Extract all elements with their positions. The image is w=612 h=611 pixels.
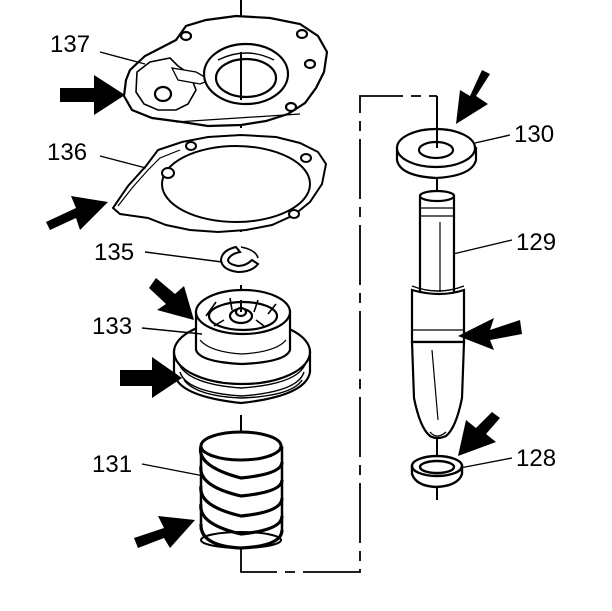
assembly-connector-line — [240, 95, 437, 573]
leader-128 — [459, 457, 513, 469]
arrow-133-side-icon — [120, 357, 182, 398]
valve-pin-129 — [410, 189, 466, 440]
arrow-137-icon — [60, 75, 125, 115]
callout-128: 128 — [516, 445, 556, 472]
callout-131: 131 — [92, 451, 132, 478]
arrow-130-icon — [456, 70, 490, 124]
spring-131 — [198, 430, 284, 550]
o-ring-128 — [410, 454, 464, 489]
leader-133 — [141, 327, 203, 335]
gasket-136 — [111, 133, 328, 234]
leader-lines — [99, 51, 513, 477]
arrow-133-top-icon — [149, 278, 194, 320]
arrow-128-icon — [458, 412, 500, 456]
callout-130: 130 — [514, 121, 554, 148]
leader-129 — [452, 239, 513, 255]
piston-133 — [172, 288, 312, 405]
callout-labels: 137 136 135 133 131 130 129 128 — [47, 31, 556, 478]
cover-plate-137 — [122, 14, 329, 128]
callout-136: 136 — [47, 139, 87, 166]
washer-130 — [395, 127, 478, 180]
leader-135 — [144, 251, 223, 263]
callout-133: 133 — [92, 313, 132, 340]
leader-136 — [99, 155, 147, 169]
arrow-136-icon — [46, 196, 108, 230]
arrow-131-icon — [134, 516, 195, 548]
arrow-129-icon — [458, 318, 522, 350]
leader-137 — [99, 51, 146, 65]
pointer-arrows — [46, 70, 522, 548]
snap-ring-135 — [219, 245, 260, 274]
callout-135: 135 — [94, 239, 134, 266]
callout-137: 137 — [50, 31, 90, 58]
leader-131 — [141, 463, 205, 477]
leader-130 — [474, 134, 511, 144]
callout-129: 129 — [516, 229, 556, 256]
